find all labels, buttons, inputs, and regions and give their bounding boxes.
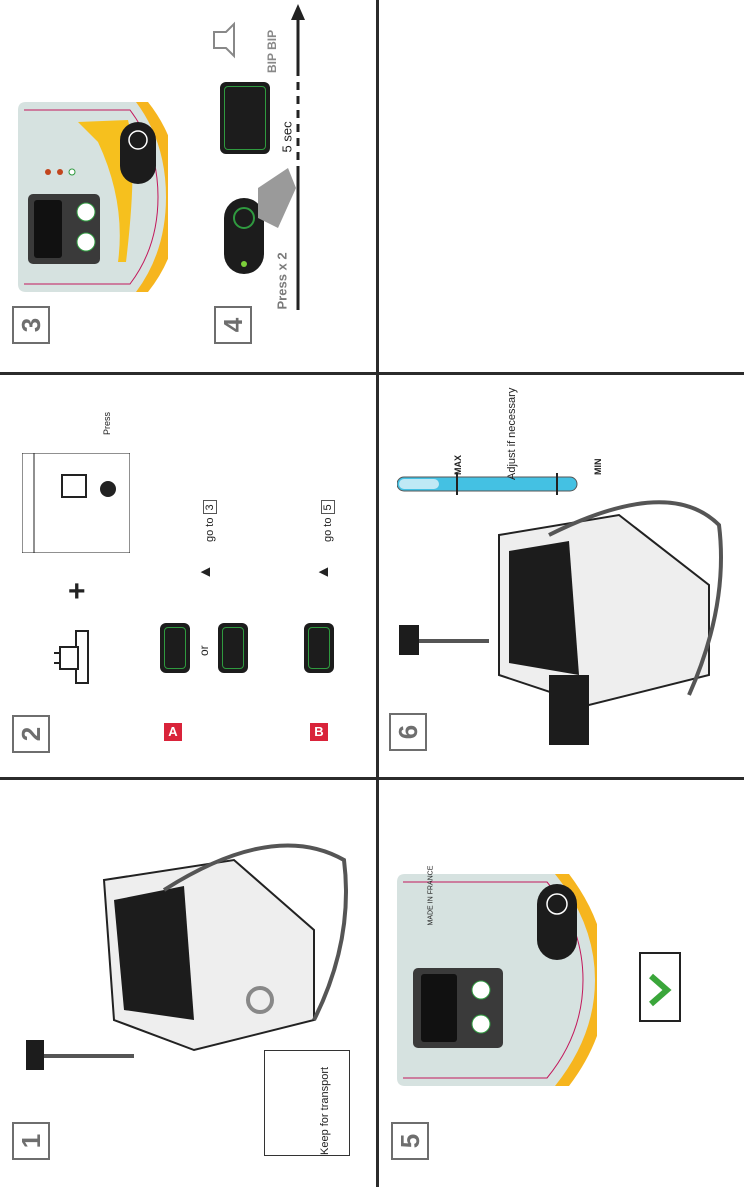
option-b-badge: B (310, 723, 328, 741)
goto-b-label: go to 5 (321, 482, 335, 542)
goto-a-label: go to 3 (203, 482, 217, 542)
control-panel-ok-illustration (397, 874, 597, 1086)
checkmark-icon (639, 952, 681, 1022)
step-4-number: 4 (214, 306, 252, 344)
step-5-panel: 5 MADE IN FRANCE (379, 780, 744, 1187)
goto-a-arrow: ▲ (197, 564, 214, 580)
plug-icon (54, 630, 89, 684)
timer-display (220, 82, 270, 154)
plus-sign: + (68, 575, 86, 608)
or-label: or (197, 645, 211, 656)
goto-a-target: 3 (203, 500, 217, 515)
speaker-icon (213, 21, 235, 59)
step-3-panel: 3 4 Press x 2 5 sec BIP BIP (0, 0, 376, 372)
welder-cart-illustration (26, 843, 348, 1070)
timeline-arrow (291, 4, 305, 310)
divider-vertical (376, 0, 379, 1187)
display-a2 (218, 623, 248, 673)
divider-h1 (0, 372, 744, 375)
made-in-label: MADE IN FRANCE (427, 865, 435, 926)
max-label: MAX (453, 455, 463, 475)
step-3-number: 3 (12, 306, 50, 344)
display-a1 (160, 623, 190, 673)
beep-label: BIP BIP (265, 29, 279, 73)
goto-b-target: 5 (321, 500, 335, 515)
coolant-gauge (397, 473, 578, 495)
welder-cart-refill-illustration (399, 500, 723, 745)
display-b (304, 623, 334, 673)
min-label: MIN (593, 458, 603, 476)
hand-press-illustration (224, 168, 296, 274)
step-2-number: 2 (12, 715, 50, 753)
step-6-panel: 6 MAX MIN Adjust if necessary (379, 375, 744, 777)
press-label: Press (102, 411, 112, 435)
goto-a-text: go to (204, 517, 216, 542)
adjust-label: Adjust if necessary (506, 387, 518, 480)
step-1-number: 1 (12, 1122, 50, 1160)
goto-b-text: go to (322, 517, 334, 542)
divider-h2 (0, 777, 744, 780)
step-2-panel: 2 A B + Press or ▲ ▲ go to 3 go to 5 (0, 375, 376, 777)
goto-b-arrow: ▲ (315, 564, 332, 580)
power-switch-illustration (22, 453, 130, 553)
control-panel-illustration (18, 102, 168, 292)
step-5-number: 5 (391, 1122, 429, 1160)
step-1-panel: 1 Keep for transport (0, 780, 376, 1187)
keep-transport-label: Keep for transport (319, 1066, 331, 1155)
transport-item-box (264, 1050, 350, 1156)
option-a-badge: A (164, 723, 182, 741)
